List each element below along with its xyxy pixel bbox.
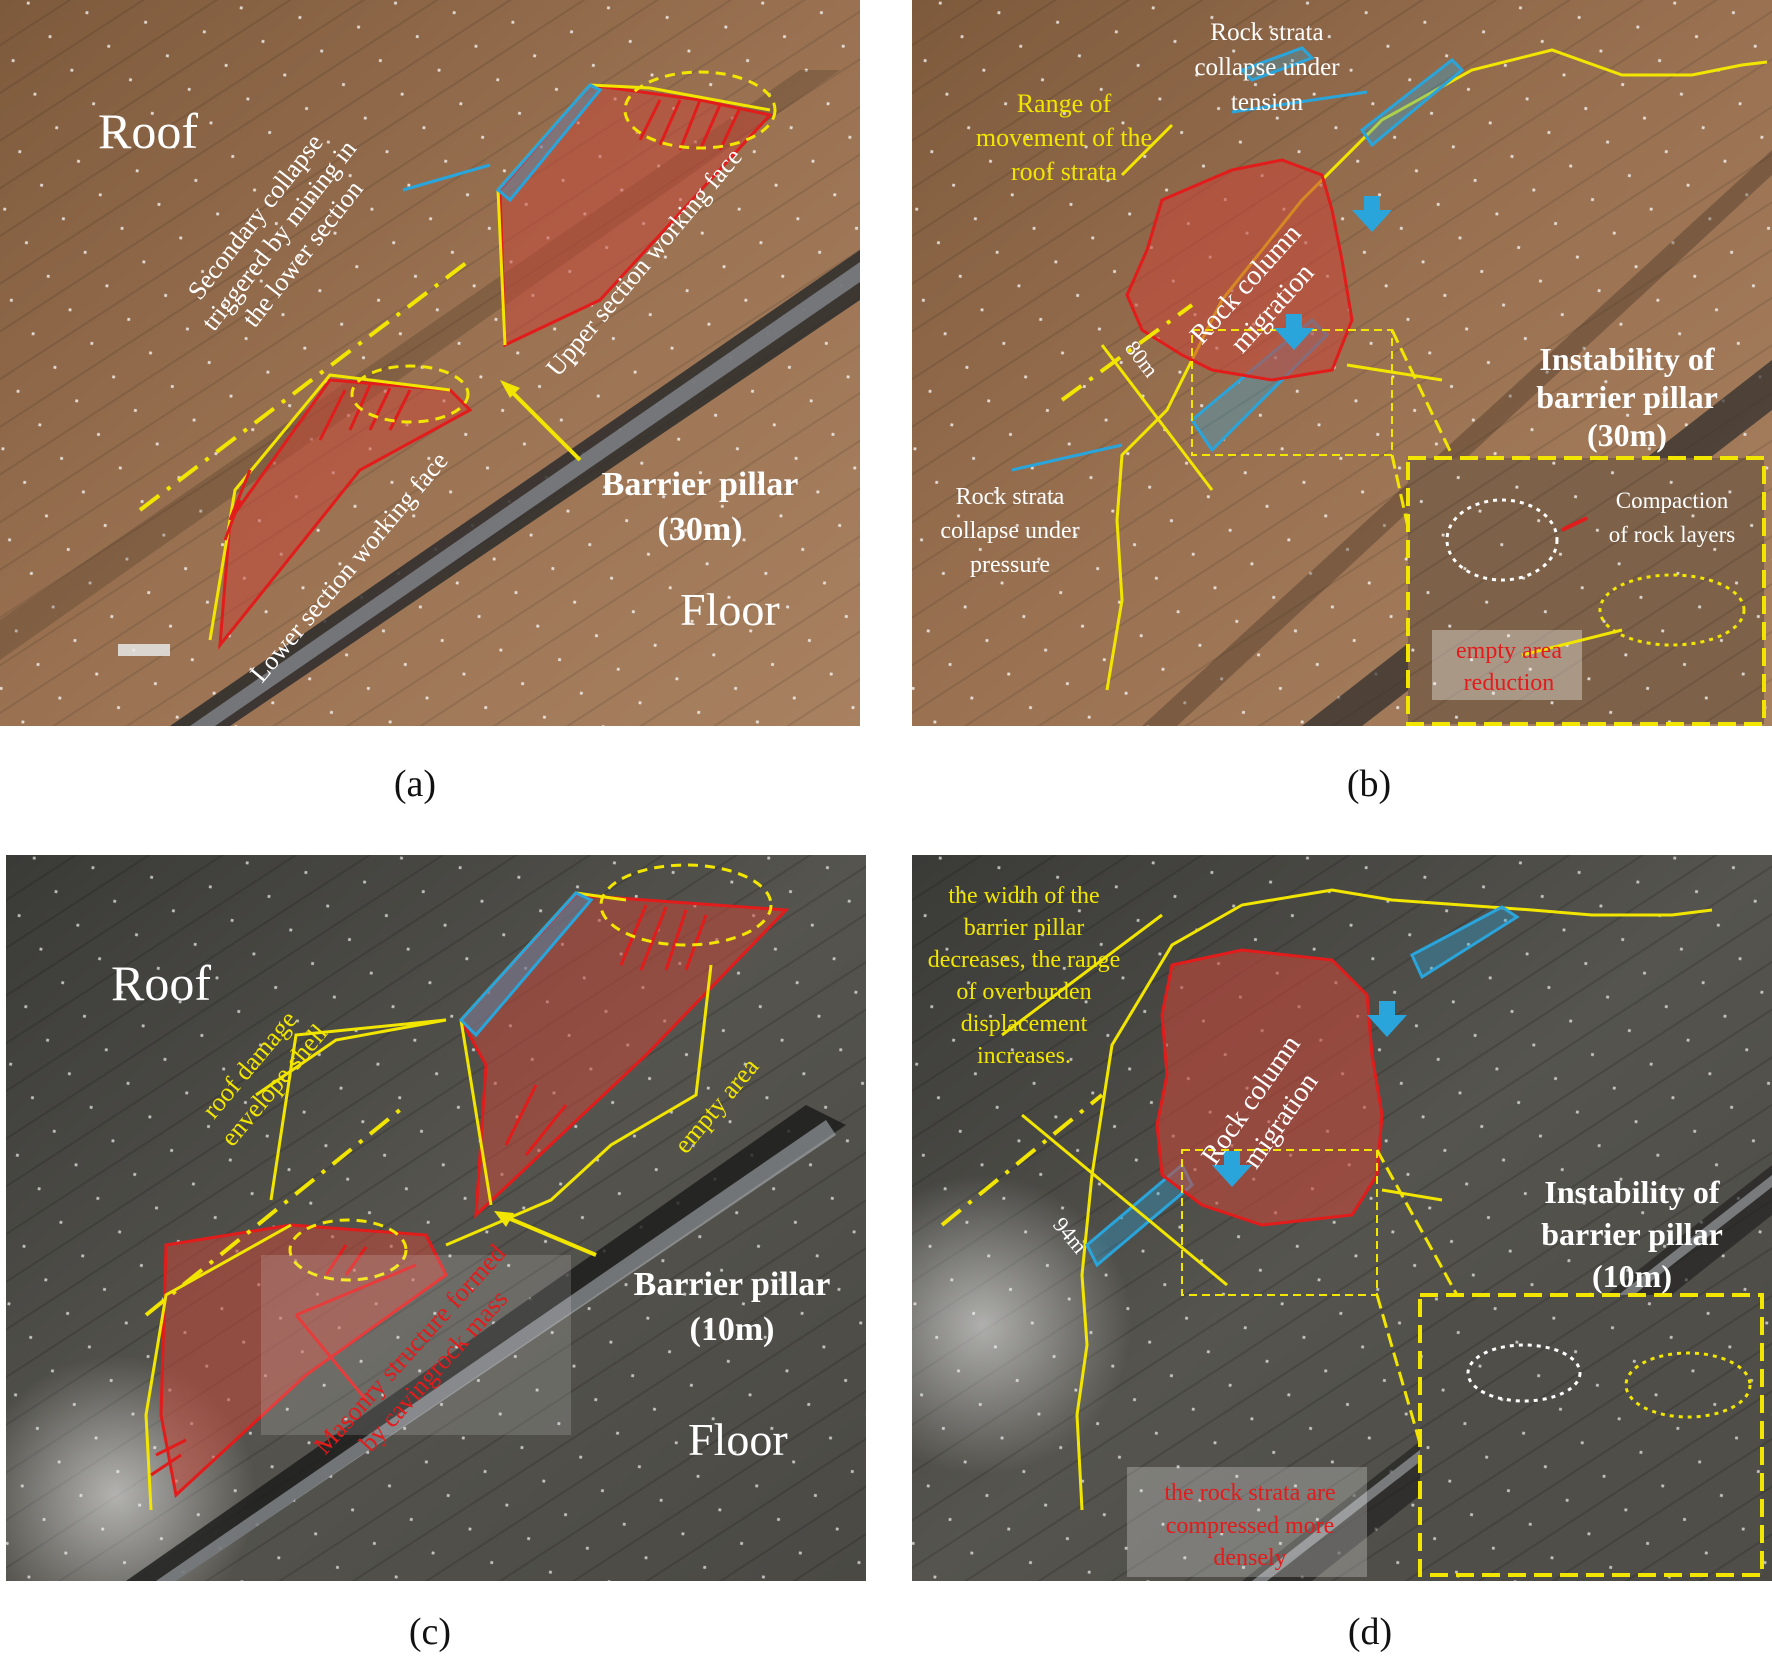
panel-c-image: Roof Floor roof damage envelope shell em…	[6, 855, 866, 1581]
caption-c: (c)	[408, 1611, 452, 1653]
width-note-2: barrier pillar	[964, 915, 1085, 941]
instability-label-3: (30m)	[1587, 417, 1667, 453]
instability-label-3: (10m)	[1592, 1258, 1672, 1294]
tension-label-2: collapse under	[1194, 54, 1340, 81]
compressed-label-3: densely	[1213, 1545, 1286, 1571]
range-label-3: roof strata	[1011, 157, 1118, 186]
down-arrow-icon	[1212, 1151, 1252, 1187]
floor-label: Floor	[688, 1414, 788, 1465]
tension-label-3: tension	[1231, 89, 1304, 116]
width-note-6: increases.	[977, 1043, 1071, 1069]
dashdot-line	[138, 258, 472, 512]
width-note-5: displacement	[961, 1011, 1088, 1037]
width-note-3: decreases, the range	[928, 947, 1121, 973]
instability-label-1: Instability of	[1544, 1174, 1719, 1210]
roof-label: Roof	[98, 103, 198, 159]
panel-c: Roof Floor roof damage envelope shell em…	[6, 855, 866, 1581]
movement-range-envelope	[1105, 48, 1768, 691]
down-arrow-icon	[1274, 314, 1314, 350]
down-arrow-icon	[1367, 1001, 1407, 1037]
compressed-label-1: the rock strata are	[1164, 1480, 1335, 1506]
zoom-inset	[1418, 1293, 1764, 1577]
panel-b: Rock strata collapse under tension Range…	[912, 0, 1772, 726]
caption-d: (d)	[1347, 1611, 1393, 1653]
width-note-1: the width of the	[948, 883, 1099, 909]
lower-goaf-region	[218, 378, 473, 650]
tension-label-1: Rock strata	[1210, 19, 1323, 46]
empty-reduction-label-2: reduction	[1464, 670, 1555, 696]
roof-label: Roof	[111, 955, 211, 1011]
compaction-label-2: of rock layers	[1609, 522, 1735, 547]
pillar-label-1: Barrier pillar	[634, 1266, 831, 1303]
down-arrow-icon	[1352, 196, 1392, 232]
pillar-arrow	[503, 383, 582, 462]
compressed-label-2: compressed more	[1166, 1513, 1335, 1539]
pillar-label-line1: Barrier pillar	[602, 466, 799, 503]
pressure-label-2: collapse under	[940, 518, 1079, 544]
instability-label-2: barrier pillar	[1541, 1216, 1723, 1252]
pressure-label-1: Rock strata	[956, 484, 1065, 510]
collapse-ellipse-upper	[623, 70, 777, 150]
collapse-ellipse-lower	[350, 364, 470, 424]
compaction-label-1: Compaction	[1616, 488, 1729, 513]
caption-a: (a)	[393, 763, 437, 805]
range-label-2: movement of the	[976, 123, 1152, 152]
instability-label-1: Instability of	[1539, 341, 1714, 377]
pillar-label-line2: (30m)	[658, 511, 743, 548]
instability-label-2: barrier pillar	[1536, 379, 1718, 415]
range-label-1: Range of	[1017, 89, 1112, 118]
panel-a-image: Roof Floor Secondary collapse triggered …	[0, 0, 860, 726]
panel-a: Roof Floor Secondary collapse triggered …	[0, 0, 860, 726]
empty-reduction-label-1: empty area	[1456, 638, 1562, 664]
movement-range-envelope	[1075, 888, 1713, 1511]
width-note-4: of overburden	[956, 979, 1091, 1005]
panel-d-image: the width of the barrier pillar decrease…	[912, 855, 1772, 1581]
track-band	[170, 250, 860, 726]
pillar-label-2: (10m)	[690, 1311, 775, 1348]
floor-label: Floor	[680, 584, 780, 635]
rock-column-region	[1155, 948, 1384, 1227]
panel-d: the width of the barrier pillar decrease…	[912, 855, 1772, 1581]
panel-b-image: Rock strata collapse under tension Range…	[912, 0, 1772, 726]
pressure-label-3: pressure	[970, 552, 1050, 578]
caption-b: (b)	[1346, 763, 1392, 805]
